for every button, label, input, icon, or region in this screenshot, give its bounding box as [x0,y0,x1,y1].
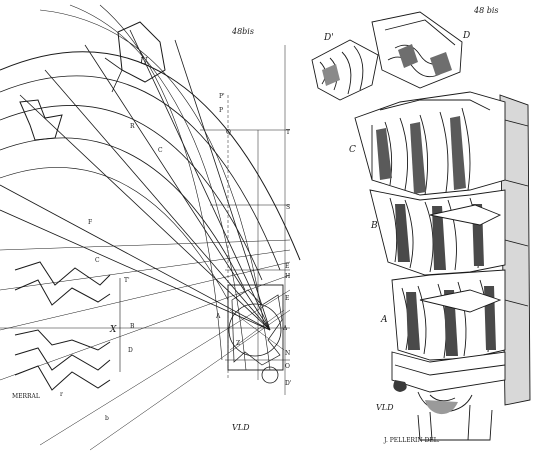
joint-line [174,39,271,331]
monogram-right: VLD [376,403,394,412]
label-delta: Δ [283,325,288,332]
voussoir-block-u-inner [104,57,123,93]
block-d-prime [311,39,379,101]
diagonal-line [39,289,291,446]
label-z: Z [236,340,240,347]
label-x: X [109,325,117,335]
joint-line [44,69,271,331]
capital-abacus [391,351,506,393]
capital-foliage [393,380,407,392]
course-c [354,91,506,196]
label-b: B [130,323,135,330]
arch-outer-arc [0,51,301,261]
label-d-block: D [462,31,470,41]
label-n: N [285,350,290,357]
joint-line [0,209,271,331]
arch-arc-2 [0,75,281,271]
arch-arc-3 [0,105,263,281]
label-e: E [285,263,289,270]
label-d-left: D [128,347,133,354]
label-s: S [286,204,290,211]
right-figure-molding-blocks [311,11,531,441]
label-h: H [285,273,290,280]
diagonal-line [0,249,291,291]
arch-arc-5 [0,167,229,301]
springing-plan-profile [231,289,283,366]
label-t-prime: T' [124,277,130,284]
label-o: O [285,363,290,370]
springing-plan-small-circle [261,366,279,384]
joint-line [84,44,271,331]
joint-line [129,29,271,331]
label-d-prime: D' [285,380,292,387]
left-figure-voussoir-layout [0,4,301,451]
molding-profile-zigzag [14,347,111,371]
label-a-course: A [380,315,388,325]
label-b-course: B [370,221,378,231]
monogram-left: VLD [232,423,250,432]
label-e2: E [285,295,289,302]
springing-plan-square [227,284,284,371]
arch-arc-6 [39,9,271,371]
label-u: U [140,57,148,67]
block-d [371,11,463,89]
label-p-mid: P [219,107,223,114]
label-p-top: P' [219,93,225,100]
label-r: R [130,123,135,130]
molding-profile-zigzag [14,365,111,391]
molding-column [354,91,531,441]
label-a: A [215,313,221,320]
label-f: F [88,219,92,226]
label-c: C [158,147,163,154]
voussoir-block-left [19,99,63,141]
left-figure-labels: 48bis U P' P Q T S R C F C T' X B D E H … [12,27,292,432]
diagonal-line [0,274,291,381]
molding-profile-zigzag [14,261,111,286]
diagonal-line [0,239,291,251]
page-number-left: 48bis [231,27,254,36]
caption-left: MERRAL [12,393,40,400]
caption-right: J. PELLERIN DEL. [383,437,440,444]
label-t: T [286,129,290,136]
springing-plan-cross [229,309,285,351]
joint-line [0,184,271,331]
arch-arc-8 [99,4,223,361]
label-c-course: C [349,145,356,155]
diagonal-line [0,261,291,331]
molding-profile-zigzag [14,279,111,306]
right-figure-labels: 48 bis D' D C B A VLD J. PELLERIN DEL. [323,6,499,444]
diagonal-line [89,309,291,451]
label-c2: C [95,257,100,264]
label-r-small: r [60,391,63,398]
label-d-prime-block: D' [323,33,334,43]
molding-profile-zigzag [14,329,111,351]
label-b-small: b [105,415,109,422]
page-number-right: 48 bis [473,6,499,15]
springing-plan-circle [228,303,282,357]
label-q: Q [226,129,231,136]
